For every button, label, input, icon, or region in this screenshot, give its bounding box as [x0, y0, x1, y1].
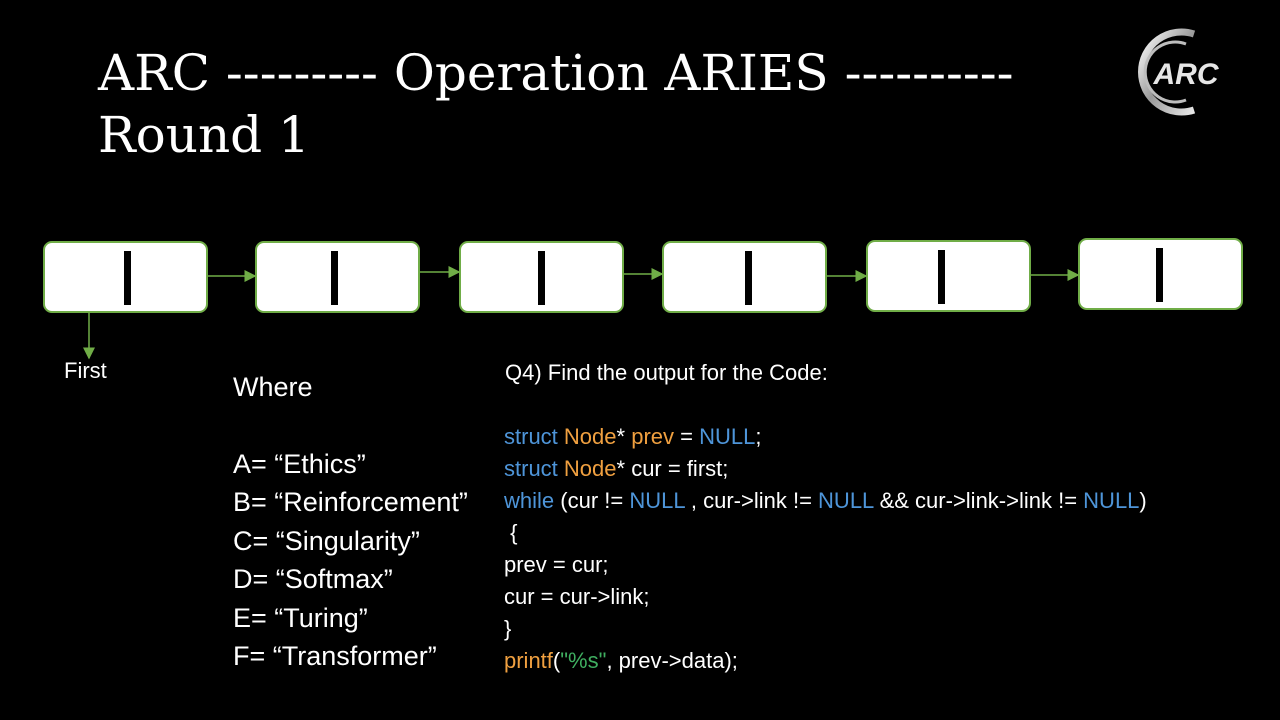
legend-heading: Where — [233, 372, 313, 402]
slide-title: ARC --------- Operation ARIES ----------… — [98, 42, 1108, 166]
legend-item: A= “Ethics” — [233, 448, 366, 479]
code-line-4: { — [504, 520, 518, 545]
value-legend: Where A= “Ethics” B= “Reinforcement” C= … — [233, 368, 468, 676]
code-line-5: prev = cur; — [504, 552, 609, 577]
legend-item: E= “Turing” — [233, 602, 368, 633]
code-line-1: struct Node* prev = NULL; — [504, 424, 762, 449]
node-pointer-field — [538, 251, 545, 305]
code-block: struct Node* prev = NULL; struct Node* c… — [504, 421, 1147, 677]
node-label-d: D — [676, 267, 709, 313]
node-b — [255, 241, 420, 313]
node-label-f: F — [1091, 263, 1119, 309]
legend-item: D= “Softmax” — [233, 564, 393, 594]
node-a — [43, 241, 208, 313]
node-pointer-field — [331, 251, 338, 305]
node-pointer-field — [124, 251, 131, 305]
node-pointer-field — [745, 251, 752, 305]
head-pointer-label: First — [64, 358, 107, 383]
arc-logo: ARC — [1138, 28, 1220, 116]
node-label-a: A — [56, 267, 85, 313]
title-line-1: ARC --------- Operation ARIES ---------- — [98, 44, 1014, 102]
node-label-e: E — [879, 266, 909, 312]
node-e — [866, 240, 1031, 312]
code-line-2: struct Node* cur = first; — [504, 456, 729, 481]
legend-item: C= “Singularity” — [233, 525, 420, 556]
code-line-3: while (cur != NULL , cur->link != NULL &… — [504, 488, 1147, 513]
node-f — [1078, 238, 1243, 310]
node-label-c: C — [472, 267, 503, 313]
node-d — [662, 241, 827, 313]
code-line-6: cur = cur->link; — [504, 584, 650, 609]
title-line-2: Round 1 — [98, 106, 310, 164]
node-pointer-field — [1156, 248, 1163, 302]
code-line-8: printf("%s", prev->data); — [504, 648, 738, 673]
node-c — [459, 241, 624, 313]
svg-text:ARC: ARC — [1153, 58, 1220, 91]
legend-item: B= “Reinforcement” — [233, 487, 468, 517]
question-prompt: Q4) Find the output for the Code: — [505, 360, 828, 385]
legend-item: F= “Transformer” — [233, 641, 437, 671]
code-line-7: } — [504, 616, 512, 641]
node-label-b: B — [268, 267, 298, 313]
node-pointer-field — [938, 250, 945, 304]
